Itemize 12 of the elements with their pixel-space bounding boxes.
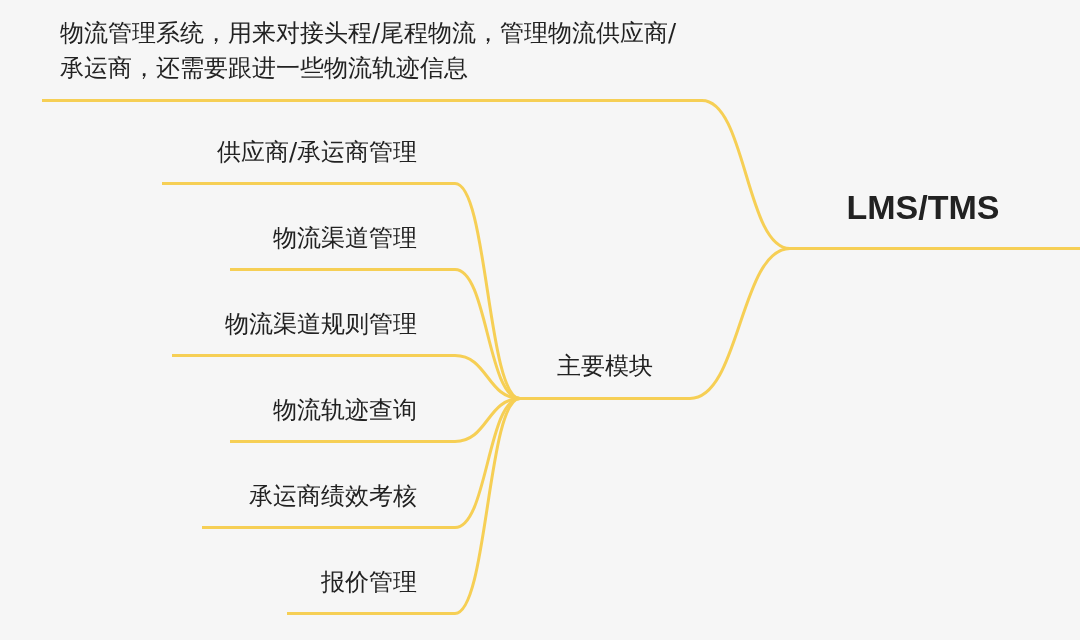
topic-text: 承运商绩效考核 (249, 481, 417, 512)
topic-text: 物流渠道规则管理 (225, 309, 417, 340)
branch-connector (454, 182, 521, 400)
topic-text: 物流渠道管理 (273, 223, 417, 254)
topic-text: 报价管理 (321, 567, 417, 598)
topic-text: LMS/TMS (845, 188, 1001, 227)
topic-text: 物流轨迹查询 (273, 395, 417, 426)
topic-text: 物流管理系统，用来对接头程/尾程物流，管理物流供应商/承运商，还需要跟进一些物流轨迹信息 (60, 18, 678, 84)
branch-connector (454, 397, 521, 615)
topic-text: 供应商/承运商管理 (216, 137, 417, 168)
topic-text: 主要模块 (556, 351, 654, 382)
branch-connector (689, 247, 791, 400)
